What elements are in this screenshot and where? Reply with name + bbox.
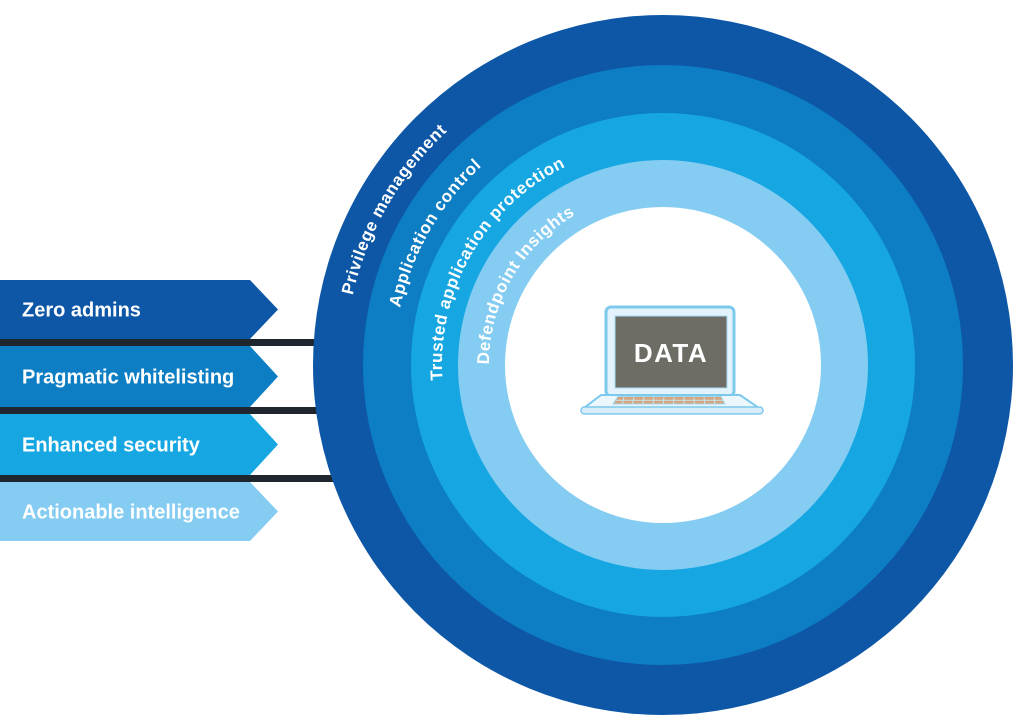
banner-pragmatic-whitelisting: Pragmatic whitelisting — [0, 346, 278, 407]
banner-pragmatic-whitelisting-shape — [0, 346, 278, 407]
laptop-icon: DATA — [580, 305, 764, 415]
connector-lines — [0, 339, 340, 482]
laptop-bottom-edge — [580, 406, 764, 415]
connector-line-1 — [0, 339, 340, 346]
banner-actionable-intelligence: Actionable intelligence — [0, 482, 278, 541]
banner-enhanced-security-shape — [0, 414, 278, 475]
connector-line-3 — [0, 475, 340, 482]
banner-enhanced-security-label: Enhanced security — [22, 435, 201, 457]
banner-zero-admins-label: Zero admins — [22, 300, 141, 322]
laptop-screen — [614, 315, 728, 389]
banner-enhanced-security: Enhanced security — [0, 414, 278, 475]
laptop-keyboard-keys — [616, 396, 723, 405]
connector-line-2 — [0, 407, 340, 414]
banner-actionable-intelligence-shape — [0, 482, 278, 541]
banner-pragmatic-whitelisting-label: Pragmatic whitelisting — [22, 367, 234, 389]
benefit-banners: Zero admins Pragmatic whitelisting Enhan… — [0, 280, 278, 541]
banner-zero-admins: Zero admins — [0, 280, 278, 339]
data-label: DATA — [634, 338, 708, 368]
banner-actionable-intelligence-label: Actionable intelligence — [22, 502, 240, 524]
banner-zero-admins-shape — [0, 280, 278, 339]
